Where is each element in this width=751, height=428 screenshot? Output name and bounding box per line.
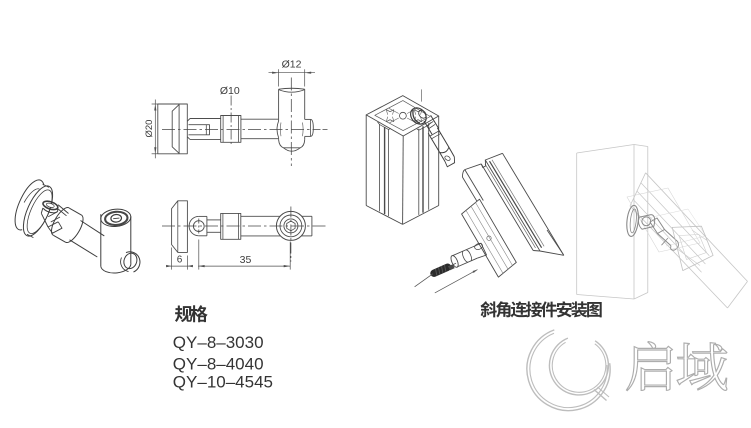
svg-text:Ø10: Ø10 [220,85,240,97]
svg-text:QY–8–3030: QY–8–3030 [173,333,264,352]
svg-text:35: 35 [240,254,252,266]
svg-text:Ø12: Ø12 [282,59,302,71]
svg-text:6: 6 [177,254,183,265]
svg-text:Ø20: Ø20 [144,120,155,138]
svg-text:QY–10–4545: QY–10–4545 [173,372,273,391]
svg-text:QY–8–4040: QY–8–4040 [173,354,264,373]
